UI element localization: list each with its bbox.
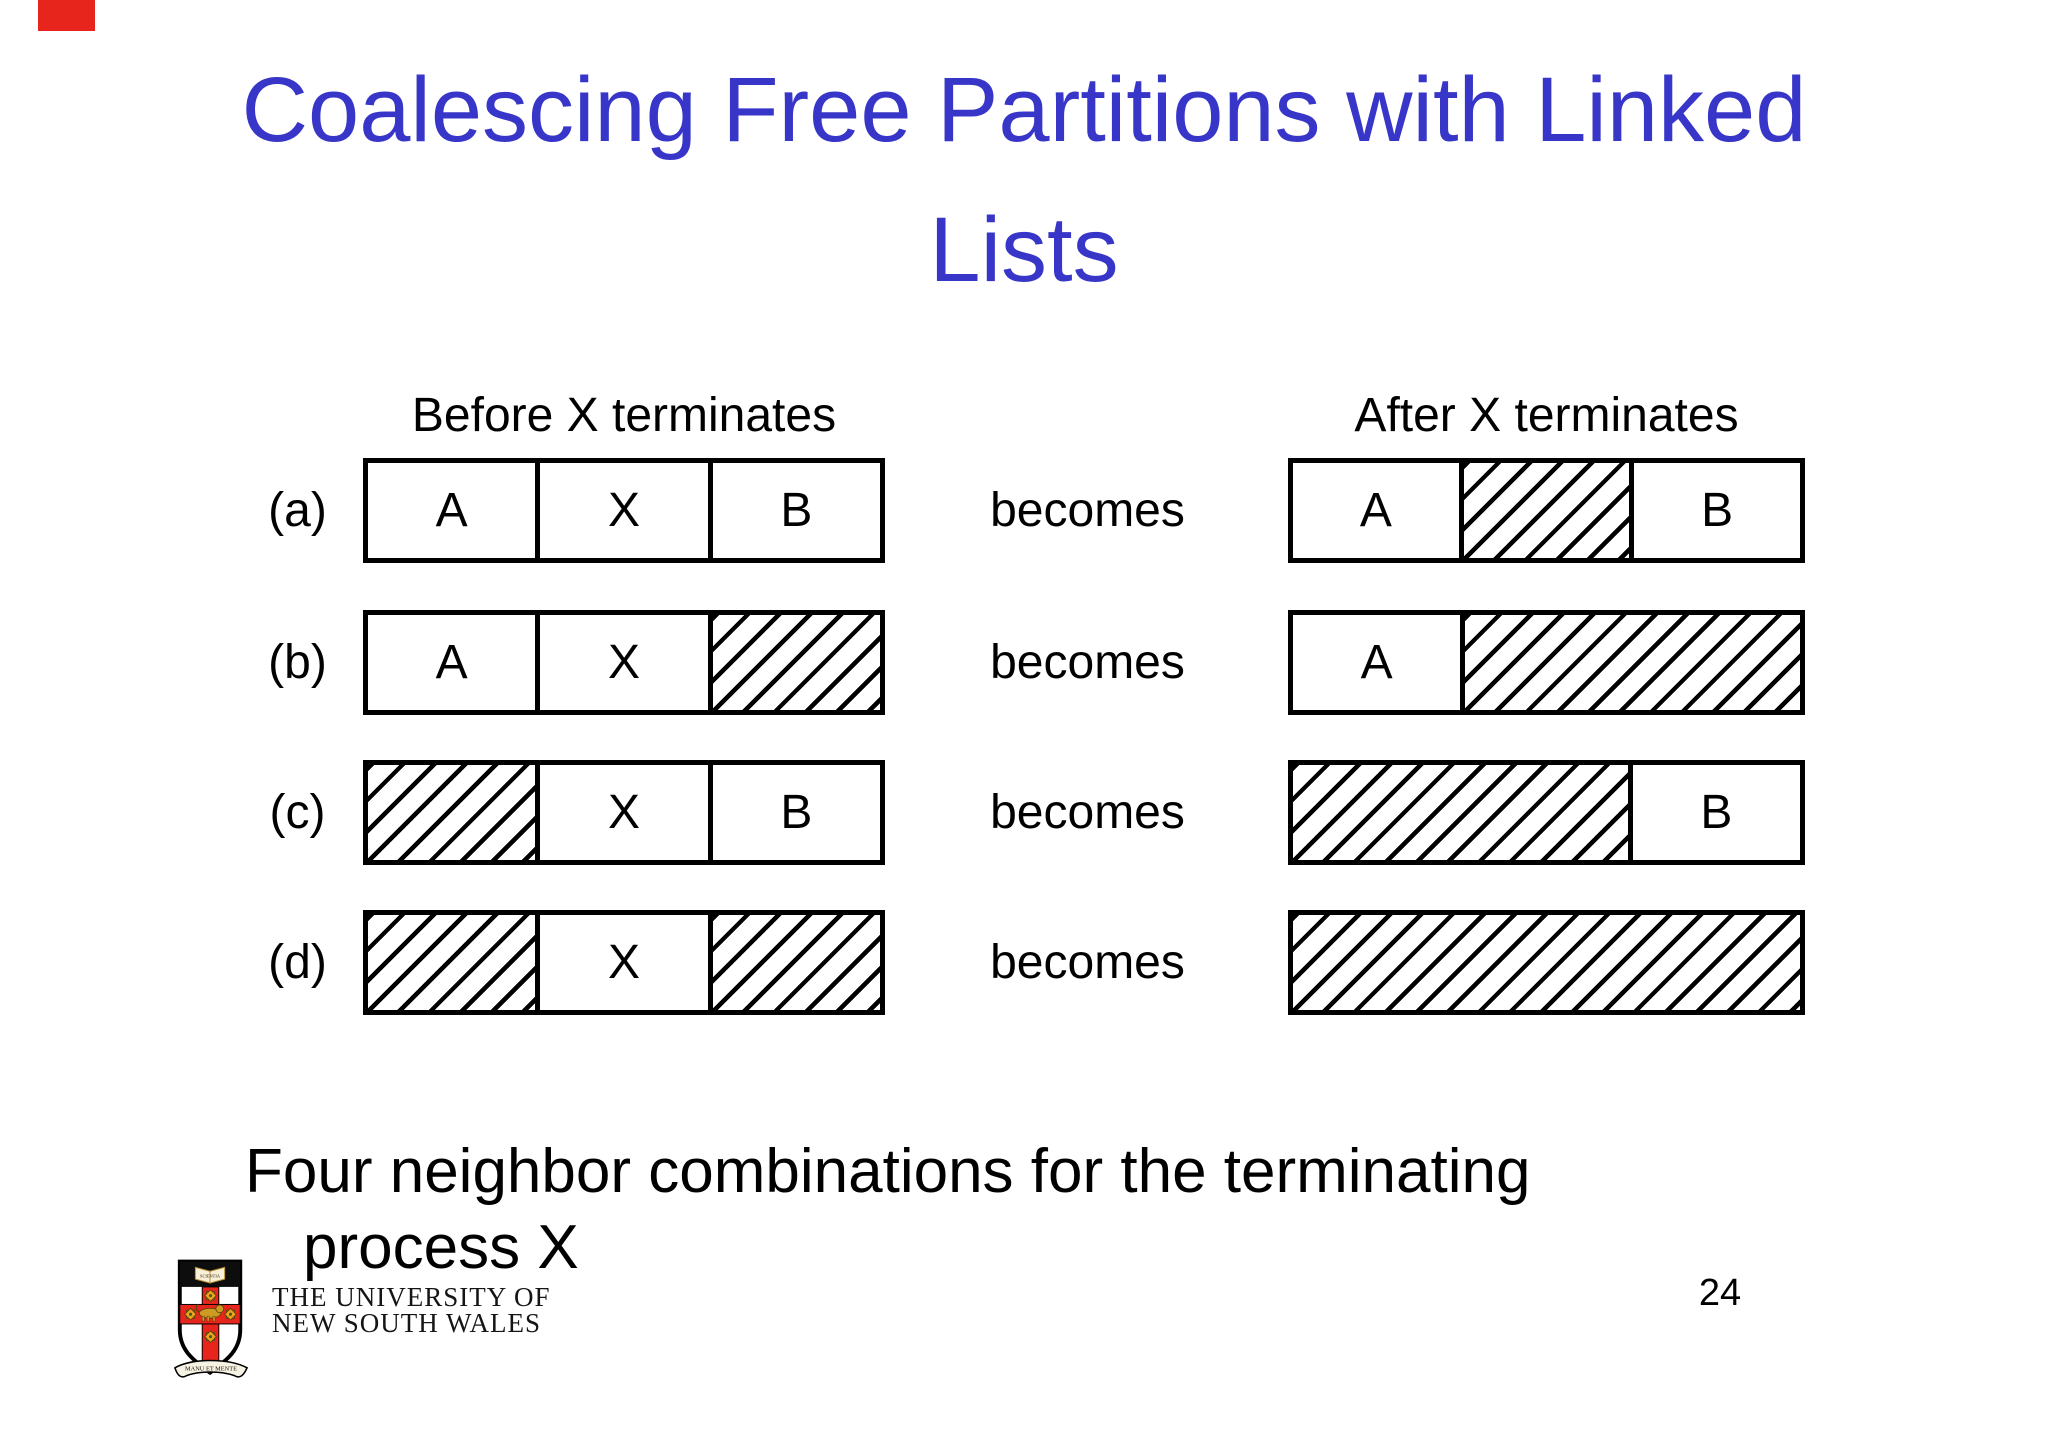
partition-cell-free (1460, 615, 1800, 710)
becomes-label: becomes (990, 636, 1185, 689)
partition-cell-free (1458, 463, 1630, 558)
after-bar: A (1288, 610, 1805, 715)
partition-cell-process: X (535, 463, 708, 558)
crest-star-top (204, 1289, 217, 1302)
partition-cell-free (368, 765, 536, 860)
partition-cell-process: X (535, 765, 708, 860)
after-bar (1288, 910, 1805, 1015)
page-number: 24 (1698, 1272, 1742, 1314)
university-wordmark: THE UNIVERSITY OF NEW SOUTH WALES (272, 1282, 551, 1338)
partition-cell-free (368, 915, 536, 1010)
partition-letter: A (1359, 484, 1392, 537)
crest-star-right (224, 1307, 237, 1321)
partition-letter: X (607, 636, 640, 689)
partition-cell-process: X (535, 615, 708, 710)
partition-letter: X (607, 484, 640, 537)
partition-cell-process: A (1293, 615, 1461, 710)
before-bar: X (363, 910, 885, 1015)
partition-letter: X (607, 786, 640, 839)
footer-caption-line2: process X (303, 1213, 579, 1282)
partition-cell-process: B (1627, 765, 1800, 860)
red-marker (38, 0, 95, 31)
partition-cell-process: B (1629, 463, 1801, 558)
university-wordmark-line1: THE UNIVERSITY OF (272, 1282, 551, 1312)
partition-cell-free (1293, 765, 1628, 860)
partition-cell-process: A (368, 615, 536, 710)
row-label: (b) (268, 636, 327, 689)
slide-title-line1: Coalescing Free Partitions with Linked (241, 59, 1807, 161)
partition-cell-free (1293, 915, 1800, 1010)
crest-lion (195, 1303, 225, 1322)
partition-cell-process: B (707, 765, 880, 860)
crest-star-bottom (204, 1330, 217, 1343)
crest-book-text: SCIENTIA (200, 1274, 221, 1279)
crest-motto-ribbon: MANU ET MENTE (173, 1359, 249, 1378)
crest-star-left (184, 1307, 197, 1321)
slide-title-line2: Lists (929, 199, 1119, 301)
partition-letter: B (780, 786, 813, 839)
becomes-label: becomes (990, 786, 1185, 839)
partition-cell-process: A (368, 463, 536, 558)
row-label: (d) (268, 936, 327, 989)
after-bar: B (1288, 760, 1805, 865)
partition-cell-process: B (707, 463, 880, 558)
row-label: (c) (269, 786, 326, 839)
partition-letter: A (1360, 636, 1393, 689)
partition-letter: X (607, 936, 640, 989)
unsw-crest-logo: SCIENTIA MANU ET MENTE (173, 1259, 249, 1378)
partition-cell-process: X (535, 915, 708, 1010)
footer-caption-line1: Four neighbor combinations for the termi… (245, 1137, 1531, 1206)
university-wordmark-line2: NEW SOUTH WALES (272, 1308, 541, 1338)
footer-caption: Four neighbor combinations for the termi… (245, 1134, 1530, 1286)
partition-letter: B (1700, 786, 1733, 839)
row-label: (a) (268, 484, 327, 537)
crest-motto-text: MANU ET MENTE (185, 1365, 237, 1372)
after-column-header: After X terminates (1354, 389, 1739, 442)
partition-letter: B (1701, 484, 1734, 537)
crest-open-book: SCIENTIA (194, 1266, 226, 1284)
partition-cell-free (707, 615, 880, 710)
becomes-label: becomes (990, 936, 1185, 989)
partition-letter: A (435, 484, 468, 537)
before-column-header: Before X terminates (411, 389, 837, 442)
partition-letter: A (435, 636, 468, 689)
partition-cell-process: A (1293, 463, 1459, 558)
partition-letter: B (780, 484, 813, 537)
partition-cell-free (707, 915, 880, 1010)
slide-title: Coalescing Free Partitions with Linked L… (0, 40, 2048, 320)
becomes-label: becomes (990, 484, 1185, 537)
